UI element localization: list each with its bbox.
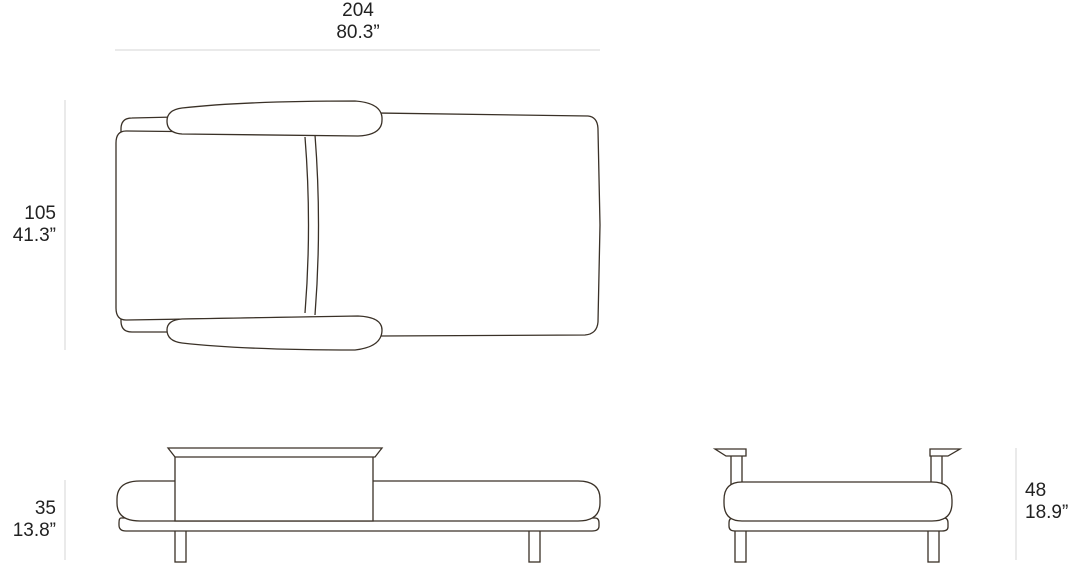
width-in: 80.3” — [336, 22, 380, 43]
side-view-arm-cap-left — [712, 448, 747, 457]
top-view-arm-top — [166, 100, 383, 137]
side-view-leg-right — [927, 529, 940, 563]
front-view — [116, 447, 601, 563]
front-view-top-tray — [166, 447, 384, 458]
arm-height-dimension: 48 18.9” — [1025, 480, 1078, 524]
top-view-back-line-2 — [314, 134, 320, 316]
depth-in: 41.3” — [12, 225, 56, 246]
side-view-leg-left — [734, 529, 747, 563]
front-view-leg-left — [174, 529, 187, 563]
side-view — [712, 448, 963, 563]
width-dimension: 204 80.3” — [318, 0, 398, 44]
front-view-back-block — [174, 455, 374, 522]
seat-height-in: 13.8” — [12, 520, 56, 541]
side-view-arm-cap-right — [929, 448, 963, 457]
arm-height-in: 18.9” — [1025, 502, 1069, 523]
top-view-arm-bottom — [166, 315, 383, 351]
depth-cm: 105 — [24, 203, 56, 224]
seat-height-cm: 35 — [34, 498, 56, 519]
arm-height-cm: 48 — [1025, 480, 1047, 501]
seat-height-dimension: 35 13.8” — [0, 498, 56, 542]
front-view-leg-right — [528, 529, 541, 563]
top-view — [115, 100, 601, 351]
top-view-seat-body — [115, 112, 601, 337]
side-view-seat-cushion — [723, 481, 953, 522]
width-cm: 204 — [342, 0, 374, 21]
top-view-back-line — [304, 136, 310, 314]
depth-dimension: 105 41.3” — [0, 203, 56, 247]
